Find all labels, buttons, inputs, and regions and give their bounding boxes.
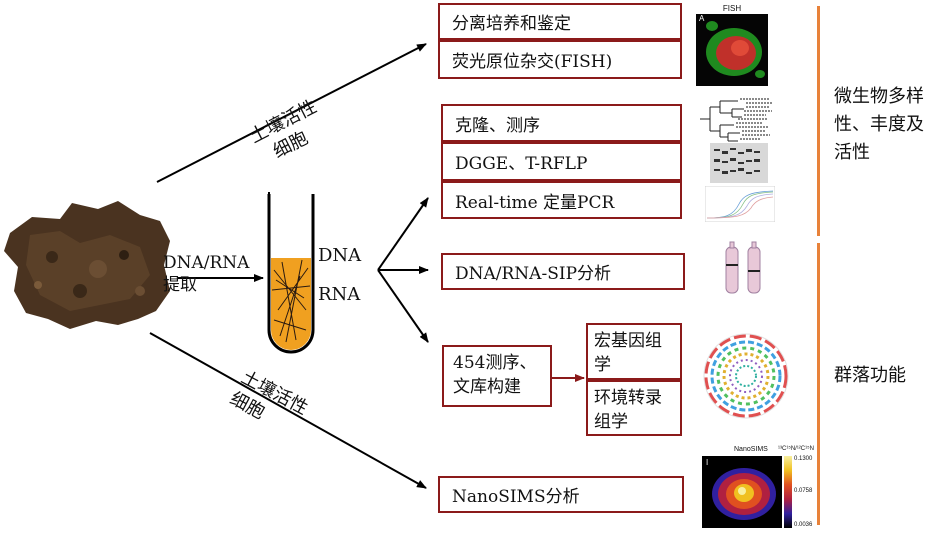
extract-label: DNA/RNA 提取 bbox=[163, 252, 249, 296]
nanosims-ratio-label: ¹³C¹⁵N/¹²C¹⁵N bbox=[778, 446, 814, 452]
box-cloning: 克隆、测序 bbox=[441, 104, 682, 142]
qpcr-curve-image bbox=[705, 186, 775, 222]
box-nanosims: NanoSIMS分析 bbox=[438, 476, 684, 513]
box-realtime: Real-time 定量PCR bbox=[441, 181, 682, 219]
sip-tubes-image bbox=[725, 241, 761, 294]
box-fish: 荧光原位杂交(FISH) bbox=[438, 40, 682, 79]
nanosims-scale-bot: 0.0036 bbox=[794, 522, 813, 528]
fish-image: FISH A bbox=[696, 4, 768, 86]
extract-label-line1: DNA/RNA bbox=[163, 253, 250, 273]
arrow-to-nanosims bbox=[149, 332, 427, 489]
arrow-branch-up bbox=[377, 197, 429, 271]
dna-label: DNA bbox=[318, 245, 362, 266]
box-isolation: 分离培养和鉴定 bbox=[438, 3, 682, 40]
box-454-sequencing: 454测序、文库构建 bbox=[442, 345, 552, 407]
extract-label-line2: 提取 bbox=[163, 275, 197, 295]
fish-panel-letter: A bbox=[699, 14, 705, 23]
arrow-branch-down bbox=[377, 269, 429, 343]
rna-label: RNA bbox=[318, 284, 361, 305]
function-bracket bbox=[817, 243, 820, 525]
function-label: 群落功能 bbox=[834, 365, 906, 386]
arrow-to-isolation bbox=[156, 43, 427, 183]
fish-micrograph bbox=[696, 14, 768, 86]
nanosims-map bbox=[702, 456, 782, 528]
soil-sample-image bbox=[4, 201, 170, 329]
nanosims-image: NanoSIMS ¹³C¹⁵N/¹²C¹⁵N I 0.1300 0.0758 0… bbox=[698, 446, 814, 530]
circular-metagenome-image bbox=[703, 333, 789, 419]
box-metagenomics: 宏基因组学 bbox=[586, 323, 682, 380]
nanosims-color-scale bbox=[784, 456, 792, 528]
nanosims-panel-letter: I bbox=[706, 458, 709, 467]
fish-title: FISH bbox=[722, 4, 742, 13]
phylogenetic-tree-image bbox=[700, 98, 772, 142]
nanosims-scale-top: 0.1300 bbox=[794, 456, 813, 462]
diversity-bracket bbox=[817, 6, 820, 236]
nanosims-scale-mid: 0.0758 bbox=[794, 488, 813, 494]
box-sip: DNA/RNA-SIP分析 bbox=[441, 253, 685, 290]
test-tube bbox=[267, 192, 315, 354]
nanosims-title: NanoSIMS bbox=[734, 446, 768, 453]
diversity-label: 微生物多样性、丰度及活性 bbox=[834, 86, 924, 163]
dgge-gel-image bbox=[710, 143, 768, 183]
box-metatranscriptomics: 环境转录组学 bbox=[586, 380, 682, 436]
box-dgge: DGGE、T-RFLP bbox=[441, 142, 682, 181]
